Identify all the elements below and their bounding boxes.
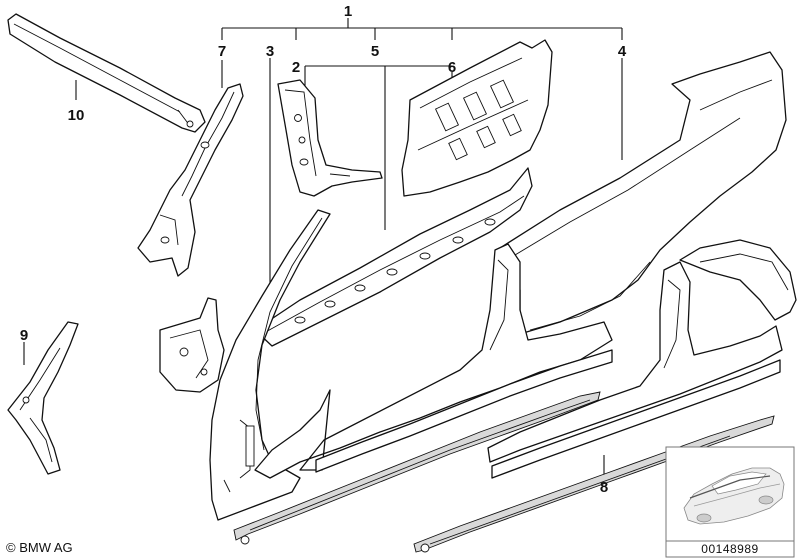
part-hinge-pillar-bracket bbox=[159, 297, 225, 393]
callout-2: 2 bbox=[292, 59, 300, 76]
leader-lines bbox=[23, 18, 623, 475]
part-rear-inner-panel bbox=[401, 39, 553, 197]
callout-8: 8 bbox=[600, 479, 608, 496]
callout-10: 10 bbox=[68, 107, 85, 124]
callout-numbers: 1 2 3 4 5 6 7 8 9 10 bbox=[20, 3, 627, 496]
part-pillar-brace bbox=[7, 321, 79, 475]
copyright-text: © BMW AG bbox=[6, 540, 73, 555]
callout-3: 3 bbox=[266, 43, 274, 60]
document-number-box bbox=[665, 540, 795, 558]
part-a-pillar-frame bbox=[209, 209, 331, 521]
document-number: 00148989 bbox=[701, 542, 758, 556]
car-silhouette-icon bbox=[683, 467, 785, 525]
thumbnail-car-overview bbox=[665, 446, 795, 542]
callout-4: 4 bbox=[618, 43, 627, 60]
callout-1: 1 bbox=[344, 3, 352, 20]
callout-5: 5 bbox=[371, 43, 379, 60]
part-b-pillar-inner-bracket bbox=[277, 79, 383, 197]
part-outer-side-frame bbox=[233, 243, 613, 545]
callout-7: 7 bbox=[218, 43, 226, 60]
callout-9: 9 bbox=[20, 327, 28, 344]
part-rear-side-panel bbox=[499, 51, 787, 335]
part-inner-side-member bbox=[254, 167, 533, 347]
callout-6: 6 bbox=[448, 59, 456, 76]
part-b-pillar-reinforcement bbox=[137, 83, 244, 277]
part-outer-wheel-arch bbox=[679, 239, 797, 321]
part-roof-frame-rail bbox=[7, 13, 206, 133]
